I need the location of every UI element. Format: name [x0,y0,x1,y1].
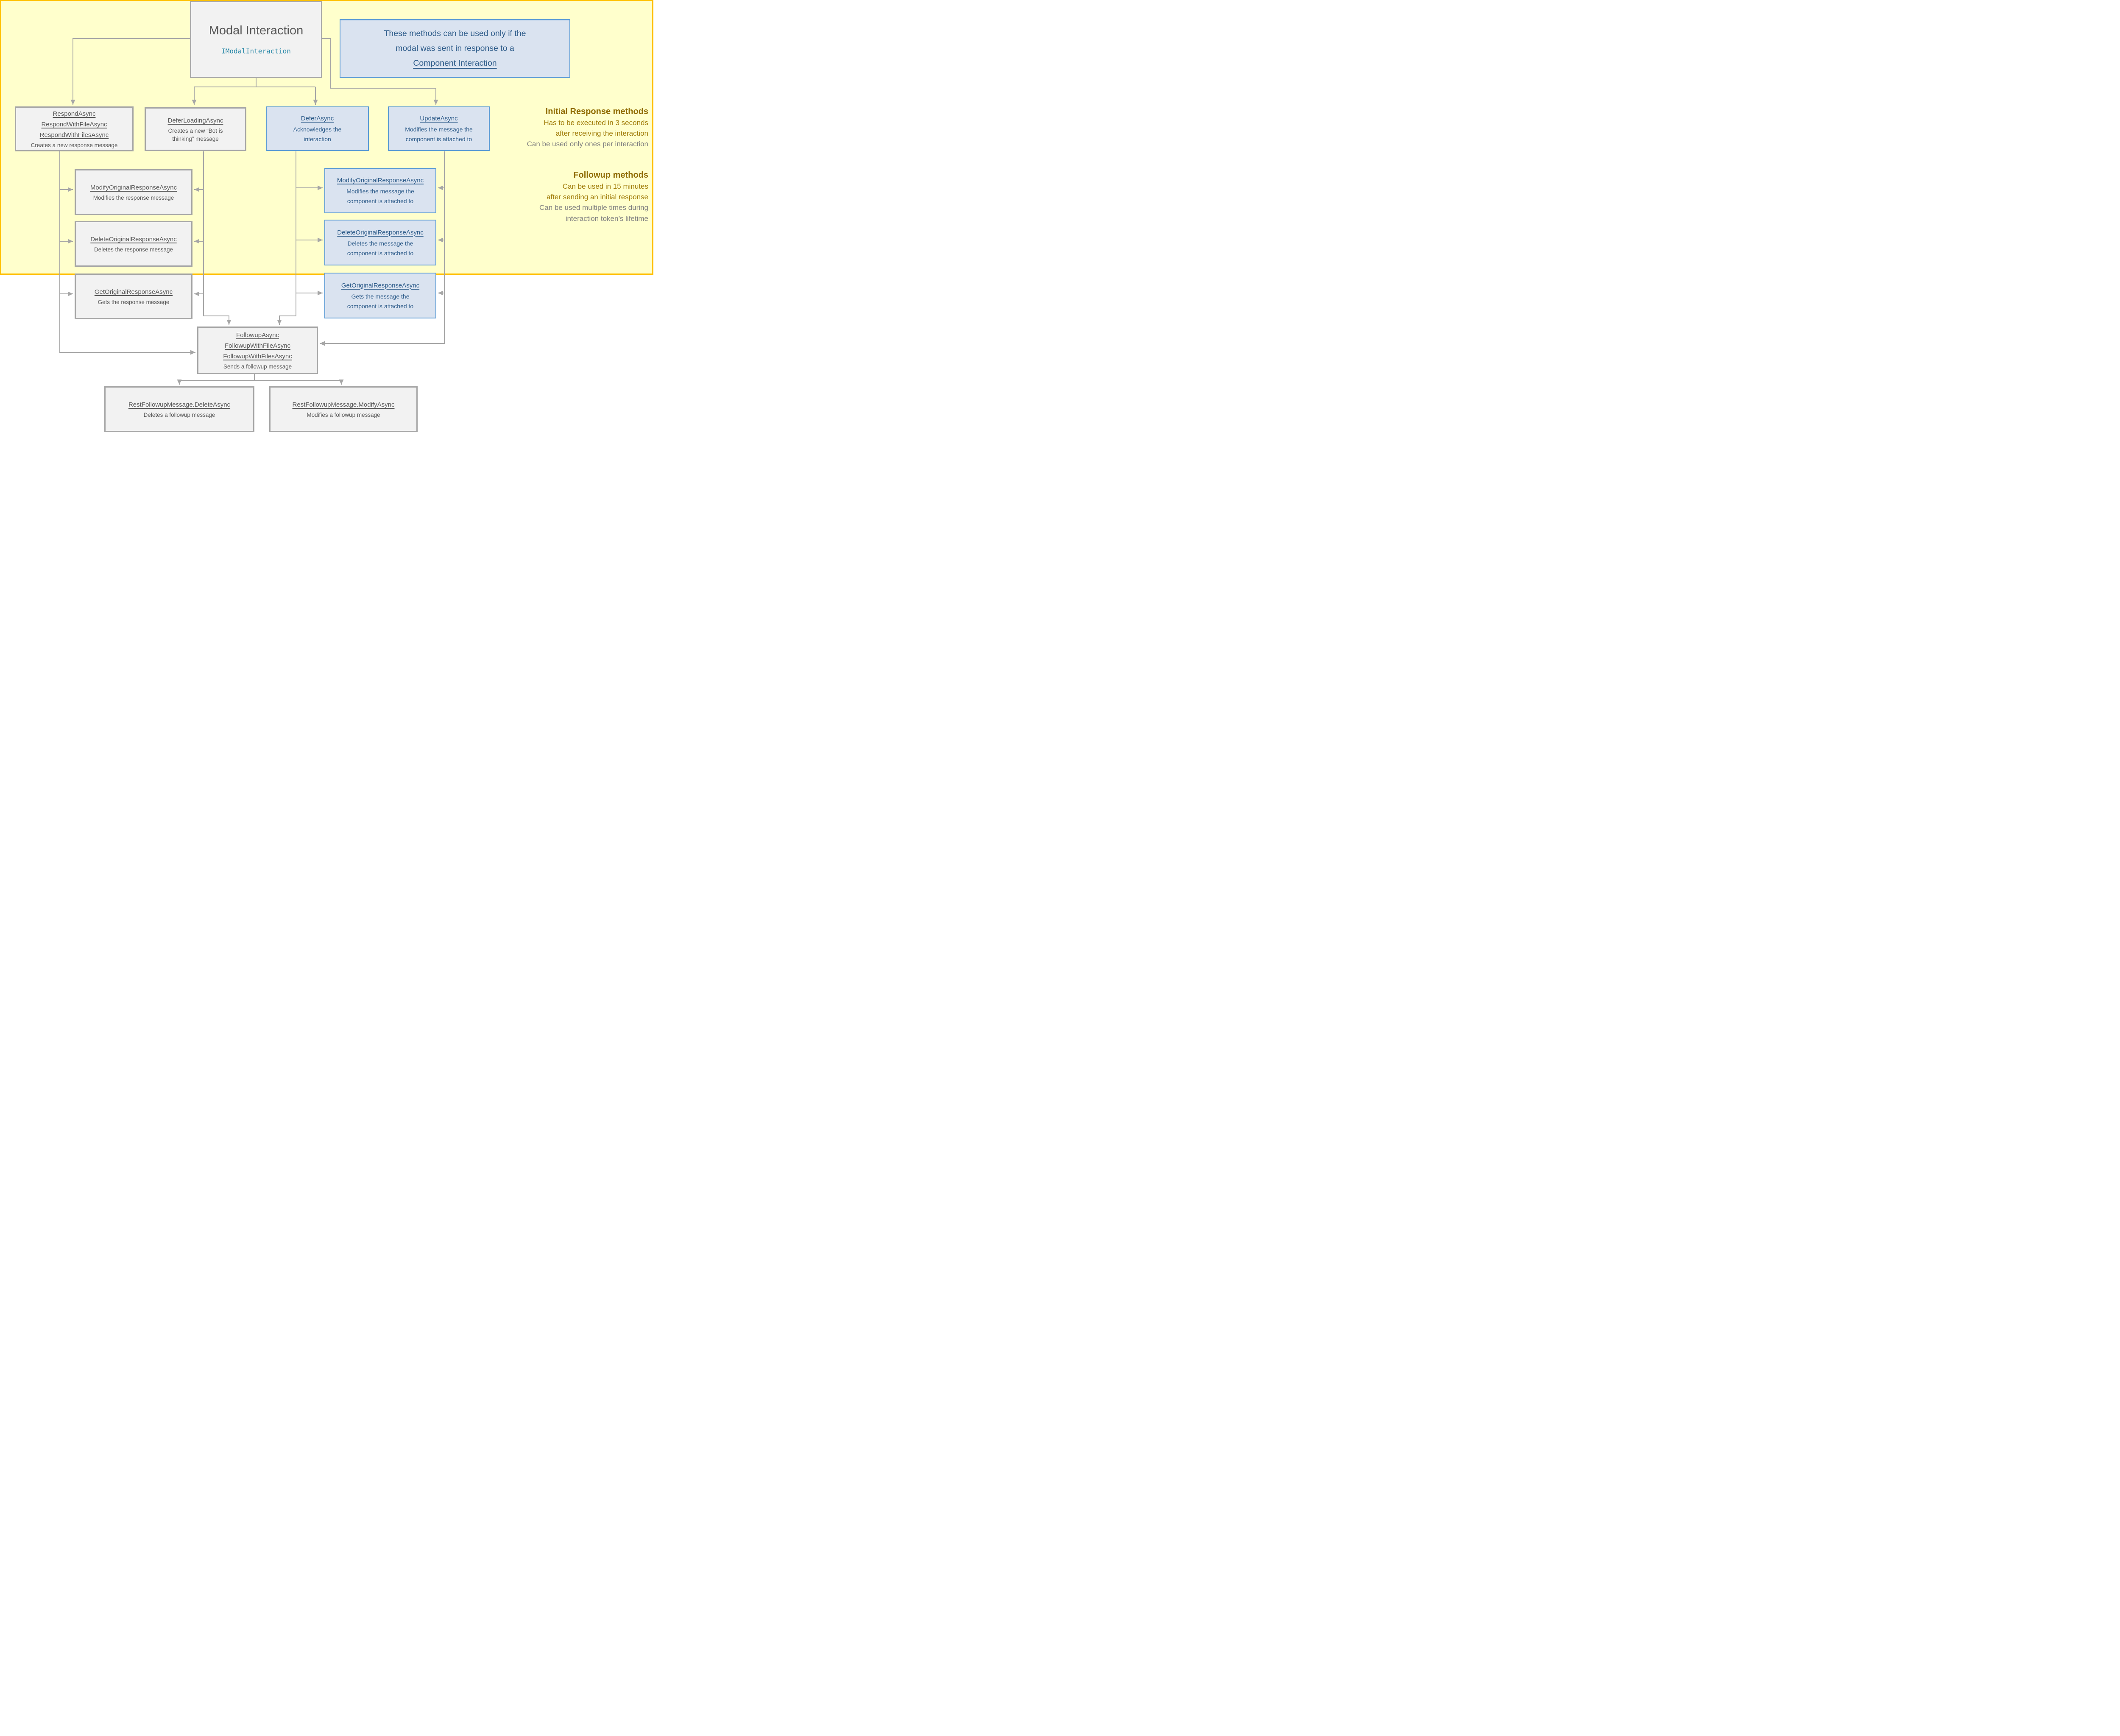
interface-name: IModalInteraction [221,47,291,55]
component-interaction-link[interactable]: Component Interaction [413,59,497,68]
method-link-respondwithfilesasync[interactable]: RespondWithFilesAsync [39,131,109,139]
method-link-followupasync[interactable]: FollowupAsync [236,332,279,339]
note-line: after receiving the interaction [555,129,648,137]
method-desc: Creates a new “Bot is thinking” message [168,128,223,142]
method-link-updateasync[interactable]: UpdateAsync [420,115,458,122]
method-link-restfollowupmessage-modifyasync[interactable]: RestFollowupMessage.ModifyAsync [292,401,395,408]
method-link-modifyoriginalresponseasync[interactable]: ModifyOriginalResponseAsync [90,184,177,191]
note-line: These methods can be used only if the [384,29,526,38]
method-box-modify-original-component: ModifyOriginalResponseAsync Modifies the… [324,168,436,213]
method-box-followup: FollowupAsync FollowupWithFileAsync Foll… [197,327,318,374]
method-desc: Creates a new response message [31,142,118,148]
note-line: after sending an initial response [546,193,648,201]
method-link-followupwithfileasync[interactable]: FollowupWithFileAsync [224,342,291,349]
method-box-get-original-component: GetOriginalResponseAsync Gets the messag… [324,273,436,318]
method-desc: Deletes the response message [94,246,173,253]
title-box: Modal Interaction IModalInteraction [190,1,322,78]
initial-response-heading: Initial Response methods [545,107,648,116]
note-line: Can be used in 15 minutes [562,182,648,190]
connector-lines [59,38,445,385]
method-box-respond: RespondAsync RespondWithFileAsync Respon… [15,106,134,151]
method-link-respondasync[interactable]: RespondAsync [53,110,96,117]
method-desc: Modifies the message the component is at… [405,126,473,142]
method-desc: Sends a followup message [223,363,292,370]
method-link-deferasync[interactable]: DeferAsync [301,115,334,122]
note-line: interaction token’s lifetime [565,215,648,223]
method-box-delete-original: DeleteOriginalResponseAsync Deletes the … [75,221,192,267]
diagram-title: Modal Interaction [209,24,304,37]
initial-response-note: Initial Response methods Has to be execu… [527,106,648,150]
method-link-deleteoriginalresponseasync[interactable]: DeleteOriginalResponseAsync [337,229,424,236]
note-line: modal was sent in response to a [396,44,514,53]
note-line: Can be used only ones per interaction [527,140,648,148]
followup-heading: Followup methods [573,170,648,180]
method-box-rest-modify: RestFollowupMessage.ModifyAsync Modifies… [269,386,418,432]
method-box-defer: DeferAsync Acknowledges the interaction [266,106,369,151]
method-desc: Gets the message the component is attach… [347,293,414,310]
method-link-deleteoriginalresponseasync[interactable]: DeleteOriginalResponseAsync [90,236,177,243]
method-link-deferloadingasync[interactable]: DeferLoadingAsync [167,117,223,124]
method-box-get-original: GetOriginalResponseAsync Gets the respon… [75,274,192,319]
followup-note: Followup methods Can be used in 15 minut… [539,170,648,224]
method-link-respondwithfileasync[interactable]: RespondWithFileAsync [41,121,107,128]
note-line: Can be used multiple times during [539,204,648,212]
method-box-rest-delete: RestFollowupMessage.DeleteAsync Deletes … [104,386,254,432]
method-desc: Modifies a followup message [307,412,380,418]
method-desc: Modifies the response message [93,195,174,201]
method-link-restfollowupmessage-deleteasync[interactable]: RestFollowupMessage.DeleteAsync [128,401,231,408]
component-interaction-note: These methods can be used only if the mo… [340,19,570,78]
method-link-modifyoriginalresponseasync[interactable]: ModifyOriginalResponseAsync [337,177,424,184]
modal-interaction-diagram: Modal Interaction IModalInteraction Thes… [0,0,653,434]
method-link-getoriginalresponseasync[interactable]: GetOriginalResponseAsync [94,288,173,296]
method-box-modify-original: ModifyOriginalResponseAsync Modifies the… [75,169,192,215]
method-desc: Deletes a followup message [143,412,215,418]
method-box-delete-original-component: DeleteOriginalResponseAsync Deletes the … [324,220,436,265]
method-desc: Deletes the message the component is att… [347,240,414,257]
note-line: Has to be executed in 3 seconds [544,119,648,127]
method-box-defer-loading: DeferLoadingAsync Creates a new “Bot is … [145,107,246,151]
method-desc: Acknowledges the interaction [293,126,342,142]
method-link-getoriginalresponseasync[interactable]: GetOriginalResponseAsync [341,282,420,289]
method-desc: Modifies the message the component is at… [346,188,414,204]
method-link-followupwithfilesasync[interactable]: FollowupWithFilesAsync [223,353,292,360]
method-desc: Gets the response message [98,299,170,305]
method-box-update: UpdateAsync Modifies the message the com… [388,106,490,151]
